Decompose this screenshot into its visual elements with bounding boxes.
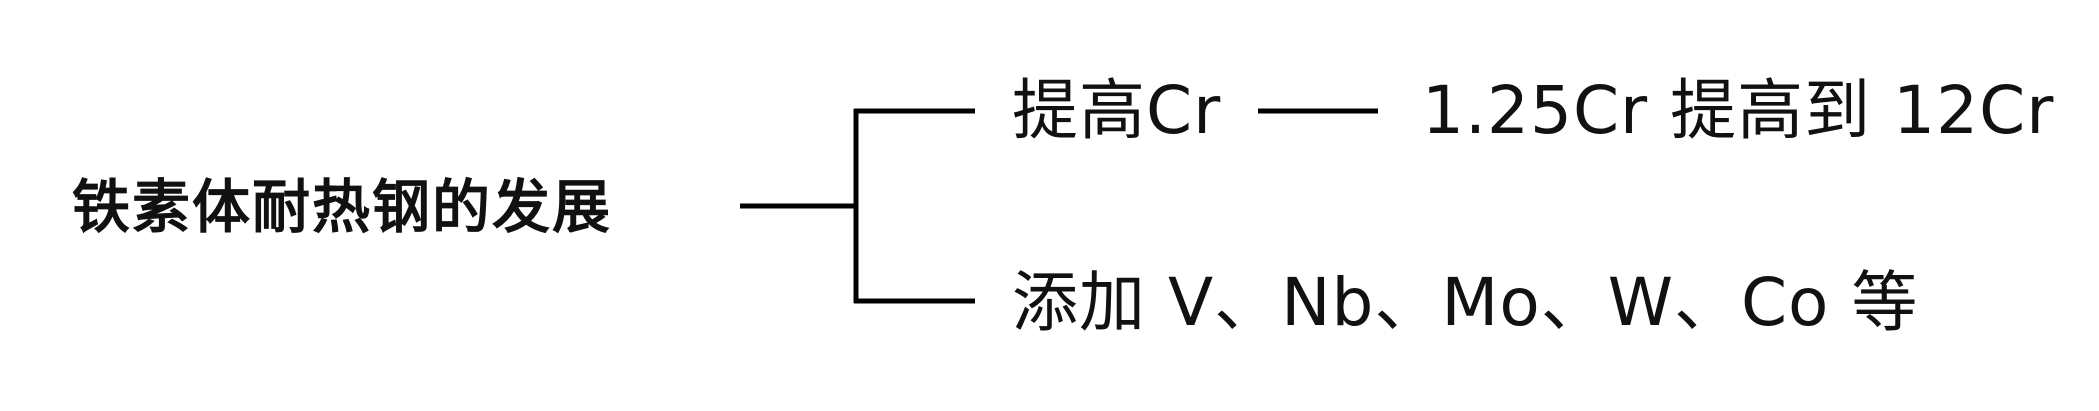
branch-node-add-elements: 添加 V、Nb、Mo、W、Co 等	[1012, 264, 1919, 341]
branch-node-increase-cr: 提高Cr	[1012, 72, 1222, 149]
root-node: 铁素体耐热钢的发展	[72, 173, 613, 241]
branch-detail-cr-range: 1.25Cr 提高到 12Cr	[1422, 72, 2055, 149]
